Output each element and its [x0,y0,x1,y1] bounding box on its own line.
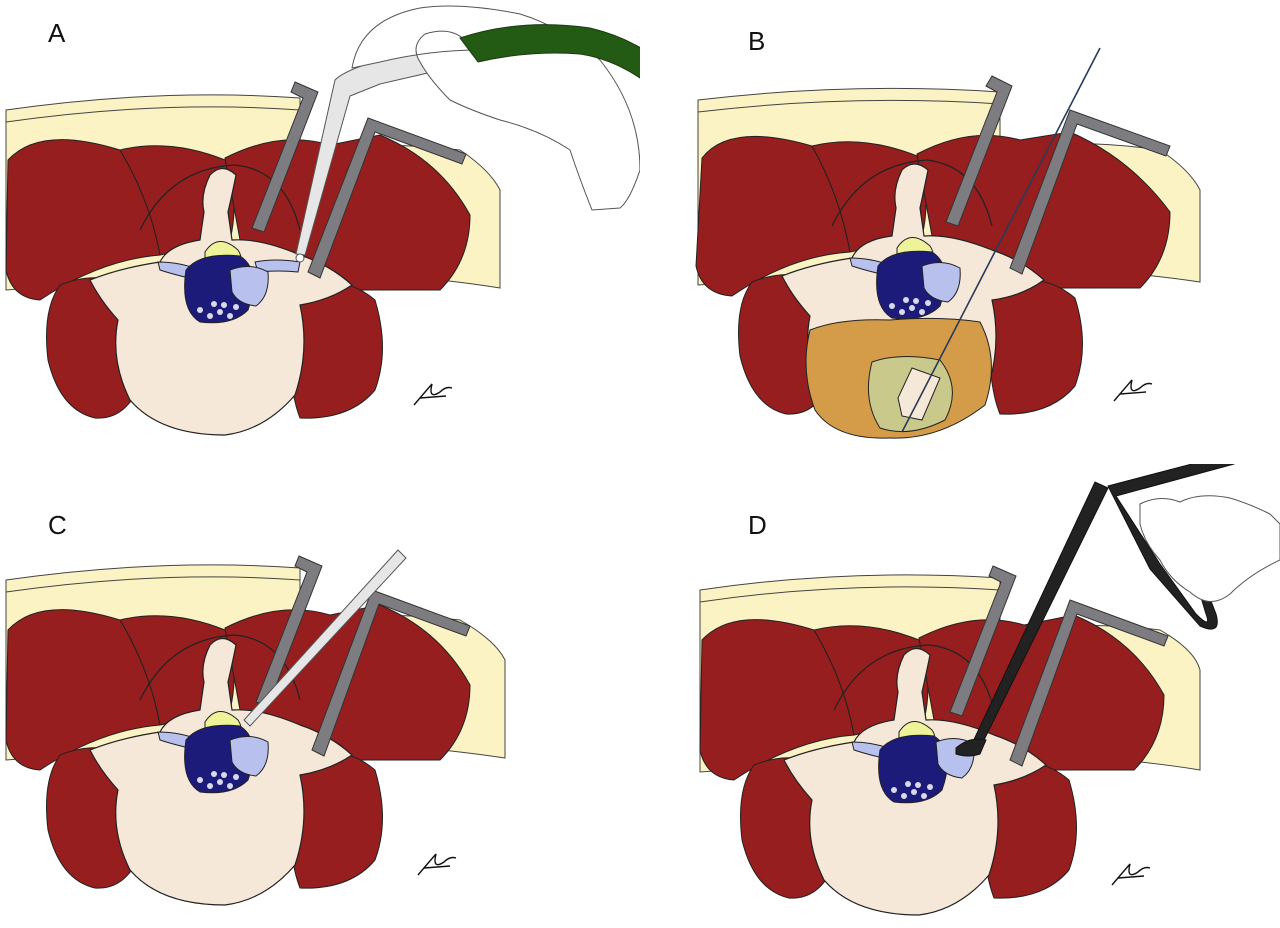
instrument-tip [295,253,305,263]
signature-mark [417,853,457,876]
disc-herniation [229,266,269,307]
retractors [255,555,471,757]
muscle-right-lower [988,279,1083,415]
retractors [945,75,1171,275]
forceps-arm-right [1107,464,1235,630]
retractor-left [949,565,1017,717]
panel-a-illustration [5,5,640,436]
needle [901,47,1101,433]
panel-label-d: D [748,510,767,540]
signature-mark [1111,863,1151,886]
bayonet-forceps [955,464,1280,757]
straight-probe [243,549,407,727]
disc-dots [197,771,239,789]
disc-dots [891,781,933,799]
panel-label-b: B [748,26,766,56]
fat-layer-line [697,99,1001,113]
panel-b: B [640,0,1280,464]
retractors [251,81,467,279]
lamina-outline [833,644,995,711]
retractor-right [307,117,467,279]
holding-hand [1139,495,1280,602]
retractor-right [1009,109,1171,275]
retractor-left [255,555,323,707]
forceps-tip [955,738,987,757]
fat-layer-line [5,576,301,593]
panel-c: C [0,464,640,928]
disc-dots [197,301,239,319]
retractor-left [945,75,1013,227]
panel-label-c: C [48,510,67,540]
retractor-right [311,589,471,757]
lamina-outline [831,159,993,227]
green-tip [459,24,640,79]
fat-layer-line [5,106,301,123]
anatomy-base [5,564,506,906]
lamina-outline [139,164,301,231]
panel-a: A [0,0,640,464]
panel-d-illustration [699,464,1280,916]
disc-dots [889,297,931,315]
fat-layer-line [699,586,1001,603]
panel-b-illustration [695,47,1201,439]
retractor-left [251,81,319,233]
anatomy-base [5,94,501,436]
gloved-hand [351,5,640,211]
retractors [949,565,1169,767]
signature-mark [413,383,453,406]
panel-d: D [640,464,1280,928]
instrument-a [295,5,640,263]
lamina-outline [139,634,301,701]
anatomy-base [695,87,1201,439]
disc-herniation [921,262,961,303]
panel-c-illustration [5,549,506,906]
signature-mark [1113,379,1153,402]
panel-label-a: A [48,18,66,48]
ablation-probe-box [897,367,941,421]
disc-herniation [229,736,269,777]
retractor-right [1009,599,1169,767]
